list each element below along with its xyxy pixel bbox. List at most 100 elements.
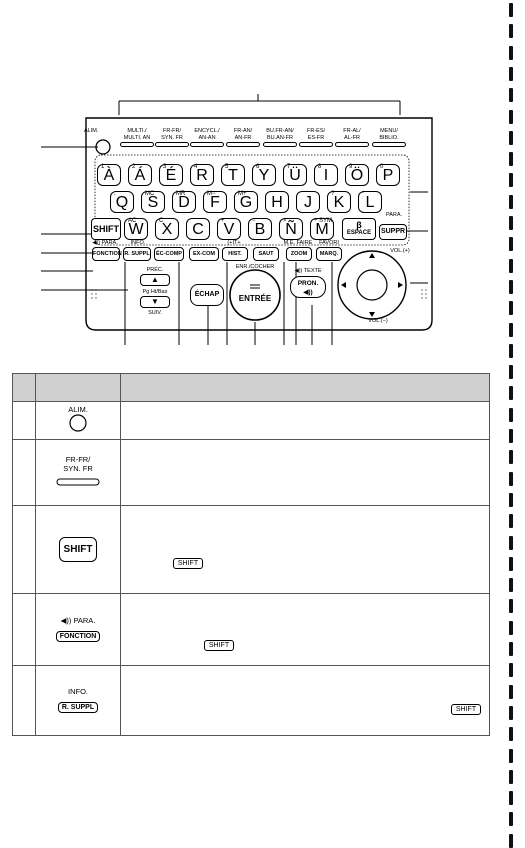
fonction-key[interactable]: FONCTION — [92, 247, 122, 261]
r-suppl-key[interactable]: R. SUPPL — [123, 247, 151, 261]
edge-tick — [509, 365, 513, 380]
echap-key[interactable]: ÉCHAP — [190, 284, 224, 306]
inline-shift-key: SHIFT — [204, 640, 234, 651]
diagram-lines — [41, 94, 433, 345]
edge-tick — [509, 45, 513, 60]
edge-tick — [509, 386, 513, 401]
top-key[interactable]: FR-FR/SYN. FR — [153, 128, 191, 149]
letter-key-ñ[interactable]: ×Ñ — [279, 218, 303, 240]
key-secondary-label: 2 — [132, 164, 136, 170]
letter-key-v[interactable]: +V — [217, 218, 241, 240]
marq-key[interactable]: MARQ. — [316, 247, 342, 261]
suppr-key[interactable]: SUPPR — [379, 224, 407, 240]
edge-tick — [509, 578, 513, 593]
top-key[interactable]: FR-ES/ES-FR — [297, 128, 335, 149]
table-row: ◀)) PARA. FONCTION SHIFT — [12, 593, 490, 666]
header-desc — [120, 373, 490, 402]
key-secondary-label: ? — [331, 191, 335, 197]
key-secondary-label: − — [252, 218, 256, 224]
key-letter: V — [223, 221, 235, 238]
key-letter: L — [365, 194, 375, 211]
entree-key[interactable]: ENTRÉE — [238, 294, 272, 303]
ec-comp-key[interactable]: ÉC-COMP — [154, 247, 184, 261]
edge-tick — [509, 130, 513, 145]
edge-tick — [509, 152, 513, 167]
top-key-label: FR-FR/SYN. FR — [161, 128, 183, 141]
top-key[interactable]: ALIM. — [84, 128, 122, 149]
key-letter: À — [103, 167, 115, 184]
key-letter: P — [382, 167, 394, 184]
zoom-key[interactable]: ZOOM — [286, 247, 312, 261]
r-suppl-key-illustration: INFO. R. SUPPL — [35, 665, 121, 736]
power-circle-icon — [69, 413, 87, 432]
letter-key-k[interactable]: ?K — [327, 191, 351, 213]
shift-key-illustration: SHIFT — [35, 505, 121, 594]
top-key[interactable]: ENCYCL./AN-AN — [188, 128, 226, 149]
letter-key-h[interactable]: H — [265, 191, 289, 213]
ex-com-key[interactable]: EX-COM — [189, 247, 219, 261]
key-description-table: ALIM. FR-FR/SYN. FR SHIFT SHIFT ◀)) PARA… — [12, 373, 490, 736]
key-letter: C — [192, 221, 204, 238]
pg-label: Pg Ht/Bas — [142, 289, 168, 295]
edge-tick — [509, 322, 513, 337]
key-letter: B — [254, 221, 266, 238]
key-bar-icon — [56, 478, 100, 485]
letter-key-f[interactable]: M−F — [203, 191, 227, 213]
apres-label: (+IT+ — [227, 240, 241, 246]
letter-key-g[interactable]: M+G — [234, 191, 258, 213]
top-key[interactable]: MENU/BIBLIO. — [370, 128, 408, 149]
key-letter: Y — [258, 167, 270, 184]
letter-key-c[interactable]: C — [186, 218, 210, 240]
key-letter: D — [178, 194, 190, 211]
edge-tick — [509, 407, 513, 422]
letter-key-b[interactable]: −B — [248, 218, 272, 240]
edge-tick — [509, 812, 513, 827]
saut-key[interactable]: SAUT — [253, 247, 279, 261]
key-letter: G — [239, 194, 253, 211]
edge-tick — [509, 194, 513, 209]
shift-key[interactable]: SHIFT — [91, 218, 121, 240]
letter-key-j[interactable]: J — [296, 191, 320, 213]
top-key-label: FR-ES/ES-FR — [306, 128, 326, 141]
pron-key[interactable]: PRON. ◀)) — [290, 276, 326, 298]
edge-tick — [509, 173, 513, 188]
table-header — [12, 373, 490, 402]
key-secondary-label: MR — [176, 191, 186, 197]
top-key[interactable]: FR-AN/AN-FR — [224, 128, 262, 149]
letter-key-q[interactable]: .Q — [110, 191, 134, 213]
top-key[interactable]: FR-AL/AL-FR — [333, 128, 371, 149]
vol-plus-label: VOL.(+) — [390, 248, 410, 254]
edge-tick — [509, 769, 513, 784]
top-key[interactable]: MULTI./MULTI. AN — [118, 128, 156, 149]
table-row: FR-FR/SYN. FR — [12, 439, 490, 506]
espace-key[interactable]: β ESPACE — [342, 218, 376, 240]
key-secondary-label: . — [114, 191, 116, 197]
edge-tick — [509, 599, 513, 614]
letter-key-l[interactable]: *L — [358, 191, 382, 213]
page-up-key[interactable]: ▲ — [140, 274, 170, 286]
key-secondary-label: + — [221, 218, 225, 224]
top-key[interactable]: BU.FR-AN/BU.AN-FR — [261, 128, 299, 149]
hist-key[interactable]: HIST. — [222, 247, 248, 261]
top-key-bar — [299, 142, 333, 147]
edge-tick — [509, 556, 513, 571]
edge-tick — [509, 66, 513, 81]
top-key-bar — [155, 142, 189, 147]
page-down-key[interactable]: ▼ — [140, 296, 170, 308]
top-key-bar — [372, 142, 406, 147]
